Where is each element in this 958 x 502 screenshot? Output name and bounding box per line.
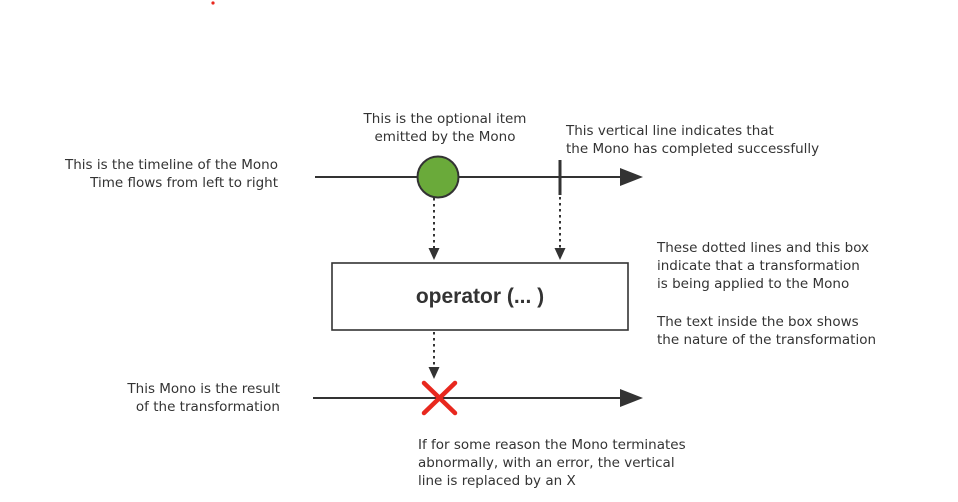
- timeline-annotation: This is the timeline of the Mono Time fl…: [65, 156, 278, 192]
- result-timeline-arrowhead: [620, 389, 643, 407]
- operator-box: [331, 262, 629, 331]
- stray-dot: [211, 1, 215, 5]
- item-annotation-line: This is the optional item: [363, 111, 527, 127]
- box-text-annotation-line: the nature of the transformation: [657, 332, 877, 348]
- result-annotation-line: This Mono is the result: [127, 381, 280, 397]
- result-annotation-line: of the transformation: [135, 399, 280, 415]
- completion-annotation-line: the Mono has completed successfully: [566, 141, 820, 157]
- timeline-annotation-line: Time flows from left to right: [90, 175, 278, 191]
- item-annotation: This is the optional item emitted by the…: [340, 110, 550, 146]
- error-x-icon: [421, 380, 458, 416]
- dotted-line-complete-arrowhead: [554, 248, 566, 260]
- emitted-item: [416, 155, 460, 199]
- result-annotation: This Mono is the result of the transform…: [127, 380, 280, 416]
- error-annotation-line: If for some reason the Mono terminates: [418, 437, 686, 453]
- error-annotation: If for some reason the Mono terminates a…: [418, 436, 686, 490]
- box-text-annotation-line: The text inside the box shows: [657, 314, 859, 330]
- dotted-line-result-arrowhead: [428, 367, 440, 379]
- completion-annotation-line: This vertical line indicates that: [566, 123, 774, 139]
- transformation-annotation-line: indicate that a transformation: [657, 258, 860, 274]
- transformation-annotation-line: These dotted lines and this box: [657, 240, 870, 256]
- dotted-line-item-arrowhead: [428, 248, 440, 260]
- error-annotation-line: line is replaced by an X: [418, 473, 576, 489]
- completion-annotation: This vertical line indicates that the Mo…: [566, 122, 819, 158]
- source-timeline-arrowhead: [620, 168, 643, 186]
- transformation-annotation: These dotted lines and this box indicate…: [657, 239, 869, 293]
- item-annotation-line: emitted by the Mono: [374, 129, 516, 145]
- error-annotation-line: abnormally, with an error, the vertical: [418, 455, 675, 471]
- operator-label: operator (... ): [415, 284, 545, 308]
- box-text-annotation: The text inside the box shows the nature…: [657, 313, 876, 349]
- transformation-annotation-line: is being applied to the Mono: [657, 276, 850, 292]
- timeline-annotation-line: This is the timeline of the Mono: [64, 157, 278, 173]
